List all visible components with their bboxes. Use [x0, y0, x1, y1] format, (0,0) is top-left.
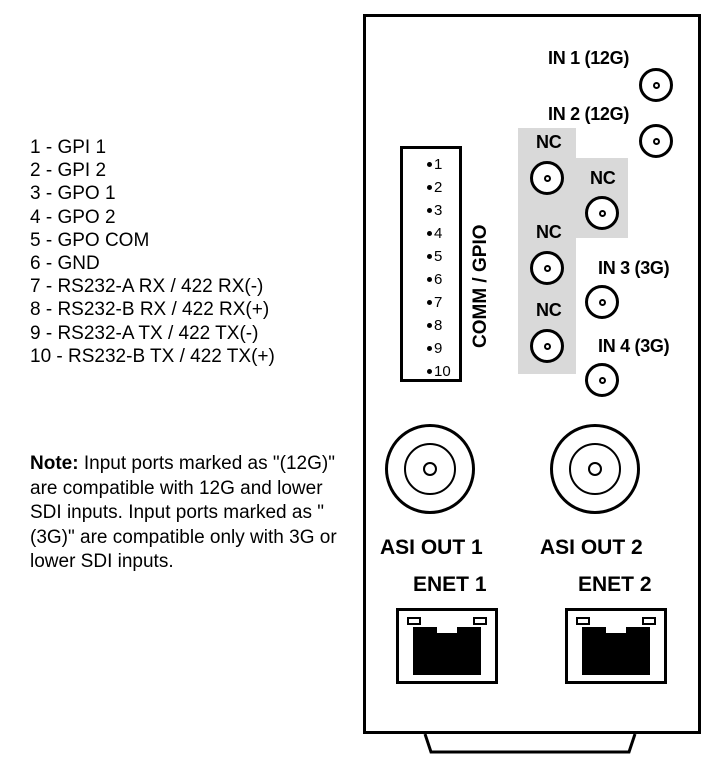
- gpio-pin: 7: [427, 295, 442, 310]
- enet1-rj45-jack: [396, 608, 498, 684]
- enet1-label: ENET 1: [413, 573, 487, 596]
- pin-legend-item: 5 - GPO COM: [30, 229, 150, 251]
- note-text: Input ports marked as "(12G)" are compat…: [30, 453, 337, 573]
- pin-legend-item: 3 - GPO 1: [30, 183, 116, 205]
- nc-label: NC: [536, 222, 562, 242]
- pin-legend-item: 4 - GPO 2: [30, 206, 116, 228]
- asi-out1-bnc-connector: [385, 424, 475, 514]
- gpio-pin: 3: [427, 203, 442, 218]
- in2-bnc-connector: [639, 124, 673, 158]
- led-indicator: [576, 617, 590, 625]
- pin-legend-item: 2 - GPI 2: [30, 160, 107, 182]
- panel-foot: [423, 734, 637, 754]
- led-indicator: [642, 617, 656, 625]
- nc-bnc-connector: [530, 161, 564, 195]
- note-label: Note:: [30, 453, 79, 474]
- pin-legend-item: 8 - RS232-B RX / 422 RX(+): [30, 299, 270, 321]
- asi-out2-label: ASI OUT 2: [540, 536, 643, 559]
- gpio-pin: 1: [427, 157, 442, 172]
- nc-bnc-connector: [585, 196, 619, 230]
- nc-label: NC: [536, 132, 562, 152]
- rj45-socket: [413, 627, 481, 675]
- compatibility-note: Note: Input ports marked as "(12G)" are …: [30, 452, 345, 575]
- gpio-pin: 9: [427, 341, 442, 356]
- in3-bnc-connector: [585, 285, 619, 319]
- in1-bnc-connector: [639, 68, 673, 102]
- gpio-pin: 6: [427, 272, 442, 287]
- gpio-pin: 2: [427, 180, 442, 195]
- comm-gpio-connector: 1 2 3 4 5 6 7 8 9 10: [400, 146, 462, 382]
- pin-legend: 1 - GPI 1 2 - GPI 2 3 - GPO 1 4 - GPO 2 …: [30, 136, 360, 368]
- pin-legend-item: 6 - GND: [30, 253, 100, 275]
- gpio-pin: 4: [427, 226, 442, 241]
- in3-label: IN 3 (3G): [598, 258, 670, 278]
- pin-legend-item: 7 - RS232-A RX / 422 RX(-): [30, 276, 264, 298]
- enet2-rj45-jack: [565, 608, 667, 684]
- gpio-pin: 5: [427, 249, 442, 264]
- gpio-title: COMM / GPIO: [470, 224, 491, 349]
- gpio-pin: 10: [427, 364, 451, 379]
- nc-bnc-connector: [530, 251, 564, 285]
- enet2-label: ENET 2: [578, 573, 652, 596]
- led-indicator: [407, 617, 421, 625]
- pin-legend-item: 9 - RS232-A TX / 422 TX(-): [30, 322, 259, 344]
- asi-out2-bnc-connector: [550, 424, 640, 514]
- pin-legend-item: 10 - RS232-B TX / 422 TX(+): [30, 345, 275, 367]
- nc-label: NC: [536, 300, 562, 320]
- gpio-pin: 8: [427, 318, 442, 333]
- nc-label: NC: [590, 168, 616, 188]
- in4-bnc-connector: [585, 363, 619, 397]
- led-indicator: [473, 617, 487, 625]
- in4-label: IN 4 (3G): [598, 336, 670, 356]
- in1-label: IN 1 (12G): [548, 48, 630, 68]
- nc-bnc-connector: [530, 329, 564, 363]
- asi-out1-label: ASI OUT 1: [380, 536, 483, 559]
- in2-label: IN 2 (12G): [548, 104, 630, 124]
- pin-legend-item: 1 - GPI 1: [30, 137, 107, 158]
- rj45-socket: [582, 627, 650, 675]
